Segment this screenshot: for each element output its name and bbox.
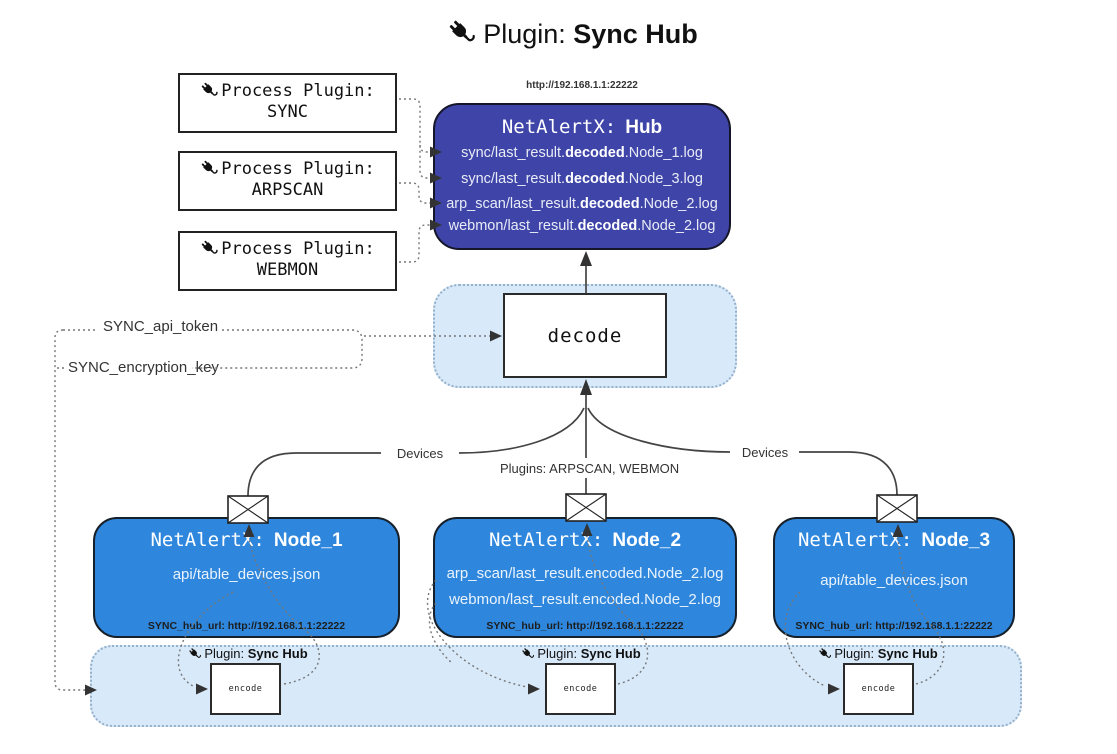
node-title: NetAlertX:Node_1 <box>150 529 343 551</box>
process-plugin-name: SYNC <box>267 102 308 122</box>
encode-box: encode <box>843 663 914 715</box>
plug-icon <box>521 647 535 661</box>
node-hub-url: SYNC_hub_url: http://192.168.1.1:22222 <box>147 620 346 632</box>
plug-icon <box>188 647 202 661</box>
process-plugin-label: Process Plugin: <box>180 239 395 260</box>
node-box-node2: NetAlertX:Node_2 arp_scan/last_result.en… <box>433 517 737 638</box>
hub-box: NetAlertX:Hub sync/last_result.decoded.N… <box>433 103 731 250</box>
node-hub-url: SYNC_hub_url: http://192.168.1.1:22222 <box>486 620 684 632</box>
process-plugin-label: Process Plugin: <box>180 159 395 180</box>
title-name: Sync Hub <box>573 19 698 49</box>
plug-icon <box>200 159 219 178</box>
edge-label-plugins: Plugins: ARPSCAN, WEBMON <box>500 461 680 476</box>
decode-box: decode <box>503 293 667 378</box>
node-file: api/table_devices.json <box>172 566 321 583</box>
encoder-plugin-label: Plugin: Sync Hub <box>183 646 313 661</box>
hub-title: NetAlertX:Hub <box>501 116 663 138</box>
config-api-token-label: SYNC_api_token <box>101 318 221 335</box>
process-plugin-label: Process Plugin: <box>180 81 395 102</box>
edge-sync-to-hub <box>399 98 430 179</box>
node-title: NetAlertX:Node_3 <box>797 529 991 551</box>
hub-url-label: http://192.168.1.1:22222 <box>526 80 638 91</box>
hub-log-line: sync/last_result.decoded.Node_3.log <box>461 171 703 187</box>
hub-log-line: arp_scan/last_result.decoded.Node_2.log <box>446 196 718 212</box>
config-encryption-key-label: SYNC_encryption_key <box>66 359 221 376</box>
encode-box: encode <box>545 663 616 715</box>
process-plugin-box-arpscan: Process Plugin: ARPSCAN <box>178 151 397 211</box>
edge-label-devices-left: Devices <box>396 446 444 461</box>
page-title: Plugin: Sync Hub <box>14 18 1117 50</box>
process-plugin-name: ARPSCAN <box>251 180 324 200</box>
hub-log-line: sync/last_result.decoded.Node_1.log <box>461 145 703 161</box>
arrowhead <box>580 251 592 266</box>
node-file: webmon/last_result.encoded.Node_2.log <box>449 591 721 608</box>
process-plugin-name: WEBMON <box>256 260 319 280</box>
node-box-node3: NetAlertX:Node_3 api/table_devices.json … <box>773 517 1015 638</box>
plug-icon <box>200 81 219 100</box>
edge-label-devices-right: Devices <box>741 445 789 460</box>
edge-config-left <box>54 329 85 691</box>
edge-sync-to-hub-branch <box>419 144 430 153</box>
hub-log-line: webmon/last_result.decoded.Node_2.log <box>448 218 716 234</box>
node-file: arp_scan/last_result.encoded.Node_2.log <box>446 565 724 582</box>
process-plugin-box-webmon: Process Plugin: WEBMON <box>178 231 397 291</box>
node-file: api/table_devices.json <box>820 572 968 589</box>
encoder-plugin-label: Plugin: Sync Hub <box>516 646 646 661</box>
node-hub-url: SYNC_hub_url: http://192.168.1.1:22222 <box>795 620 993 632</box>
plug-icon <box>200 239 219 258</box>
title-prefix: Plugin: <box>483 19 566 49</box>
plug-icon <box>818 647 832 661</box>
plug-icon <box>447 18 477 48</box>
node-box-node1: NetAlertX:Node_1 api/table_devices.json … <box>93 517 400 638</box>
encode-box: encode <box>210 663 281 715</box>
encoder-plugin-label: Plugin: Sync Hub <box>813 646 943 661</box>
process-plugin-box-sync: Process Plugin: SYNC <box>178 73 397 133</box>
node-title: NetAlertX:Node_2 <box>488 529 682 551</box>
edge-arpscan-to-hub <box>399 182 430 204</box>
edge-webmon-to-hub <box>399 224 430 263</box>
